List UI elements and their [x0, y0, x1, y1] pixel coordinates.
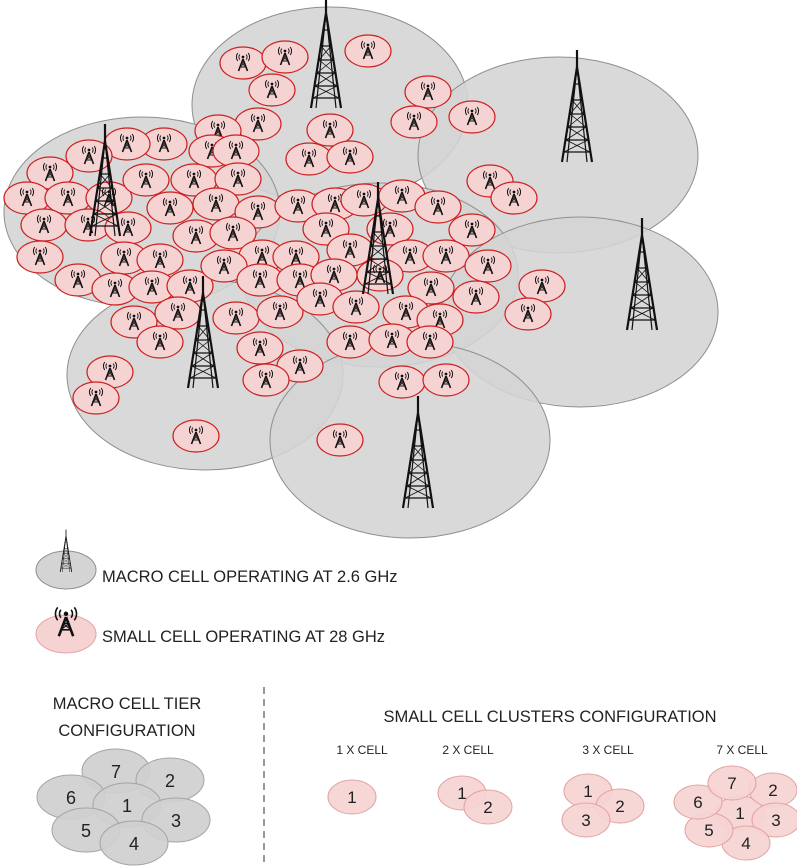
macro-tier-config: MACRO CELL TIER CONFIGURATION 1 2 3 4 56 7: [36, 695, 211, 866]
small-cell: [390, 105, 438, 139]
small-cell: [172, 419, 220, 453]
macro-tier-number-7: 7: [111, 762, 121, 782]
legend-small: SMALL CELL OPERATING AT 28 GHz: [35, 606, 385, 654]
macro-tier-number-5: 5: [81, 821, 91, 841]
cluster-2x-cell-2: [463, 789, 513, 825]
small-cell: [136, 325, 184, 359]
cluster-7x-cell-7: [707, 765, 757, 801]
small-cell: [407, 271, 455, 305]
small-cell: [490, 181, 538, 215]
small-cell: [248, 73, 296, 107]
small-cell: [104, 211, 152, 245]
small-cell: [326, 140, 374, 174]
cluster-7x-number-2: 2: [768, 781, 777, 800]
small-cell: [326, 325, 374, 359]
small-cell: [422, 239, 470, 273]
small-cell: [136, 243, 184, 277]
macro-tier-number-1: 1: [122, 796, 132, 816]
cluster-7x-number-7: 7: [727, 774, 736, 793]
small-cell: [404, 75, 452, 109]
macro-tier-cells: 1 2 3 4 56 7: [36, 748, 211, 866]
macro-tier-number-3: 3: [171, 811, 181, 831]
cluster-label-3x: 3 X CELL: [582, 743, 634, 757]
macro-tier-number-4: 4: [129, 834, 139, 854]
small-cell: [406, 325, 454, 359]
small-cell: [20, 208, 68, 242]
macro-tier-cell-4: [99, 820, 169, 866]
small-cell: [261, 40, 309, 74]
cluster-2x-number-2: 2: [483, 798, 492, 817]
small-cell: [209, 216, 257, 250]
small-cell: [504, 297, 552, 331]
cluster-7x-number-5: 5: [704, 821, 713, 840]
small-cell: [448, 100, 496, 134]
small-cell: [464, 249, 512, 283]
small-cell: [146, 191, 194, 225]
small-cell: [256, 295, 304, 329]
cluster-7x-number-6: 6: [693, 793, 702, 812]
legend-macro-label: MACRO CELL OPERATING AT 2.6 GHz: [102, 568, 398, 586]
legend: MACRO CELL OPERATING AT 2.6 GHz SMALL CE…: [35, 529, 398, 654]
macro-tier-title-line1: MACRO CELL TIER: [53, 695, 202, 713]
small-cell: [518, 269, 566, 303]
small-cell: [236, 331, 284, 365]
small-cell: [316, 423, 364, 457]
cluster-1x-cell-1: [327, 779, 377, 815]
small-cell: [200, 249, 248, 283]
small-cell: [332, 290, 380, 324]
legend-small-swatch: [35, 614, 97, 654]
small-cell: [414, 190, 462, 224]
macro-tier-title-line2: CONFIGURATION: [58, 722, 195, 740]
small-cell: [344, 34, 392, 68]
cluster-1x-number-1: 1: [347, 788, 356, 807]
small-cell: [192, 187, 240, 221]
legend-macro: MACRO CELL OPERATING AT 2.6 GHz: [35, 529, 398, 590]
small-cell: [242, 363, 290, 397]
small-cell: [422, 363, 470, 397]
cluster-7x-cell-3: [751, 802, 797, 838]
small-cell: [122, 163, 170, 197]
cluster-7x-number-3: 3: [771, 811, 780, 830]
cluster-3x-cell-3: [561, 802, 611, 838]
cluster-label-1x: 1 X CELL: [336, 743, 388, 757]
small-cells: [3, 34, 566, 457]
small-cluster-config: SMALL CELL CLUSTERS CONFIGURATION 1 X CE…: [327, 708, 797, 861]
small-cell: [378, 365, 426, 399]
cluster-label-2x: 2 X CELL: [442, 743, 494, 757]
legend-macro-swatch: [35, 550, 97, 590]
small-cell: [452, 280, 500, 314]
small-cell: [219, 46, 267, 80]
legend-small-label: SMALL CELL OPERATING AT 28 GHz: [102, 628, 385, 646]
cluster-2x-number-1: 1: [457, 784, 466, 803]
small-cell: [212, 134, 260, 168]
small-cell: [306, 113, 354, 147]
small-cell: [236, 263, 284, 297]
cluster-7x-number-1: 1: [735, 804, 744, 823]
cluster-3x-number-2: 2: [615, 797, 624, 816]
cluster-3x-number-3: 3: [581, 811, 590, 830]
macro-tier-number-6: 6: [66, 788, 76, 808]
small-cell: [448, 213, 496, 247]
cluster-3x-number-1: 1: [583, 782, 592, 801]
small-cell: [212, 301, 260, 335]
cluster-label-7x: 7 X CELL: [716, 743, 768, 757]
macro-tier-number-2: 2: [165, 771, 175, 791]
small-cell: [214, 162, 262, 196]
small-cell: [16, 240, 64, 274]
cluster-7x-number-4: 4: [741, 834, 750, 853]
cluster-7x-cell-6: [673, 784, 723, 820]
small-cell: [72, 381, 120, 415]
small-cell: [154, 296, 202, 330]
small-clusters-title: SMALL CELL CLUSTERS CONFIGURATION: [383, 708, 716, 726]
small-cell: [285, 142, 333, 176]
